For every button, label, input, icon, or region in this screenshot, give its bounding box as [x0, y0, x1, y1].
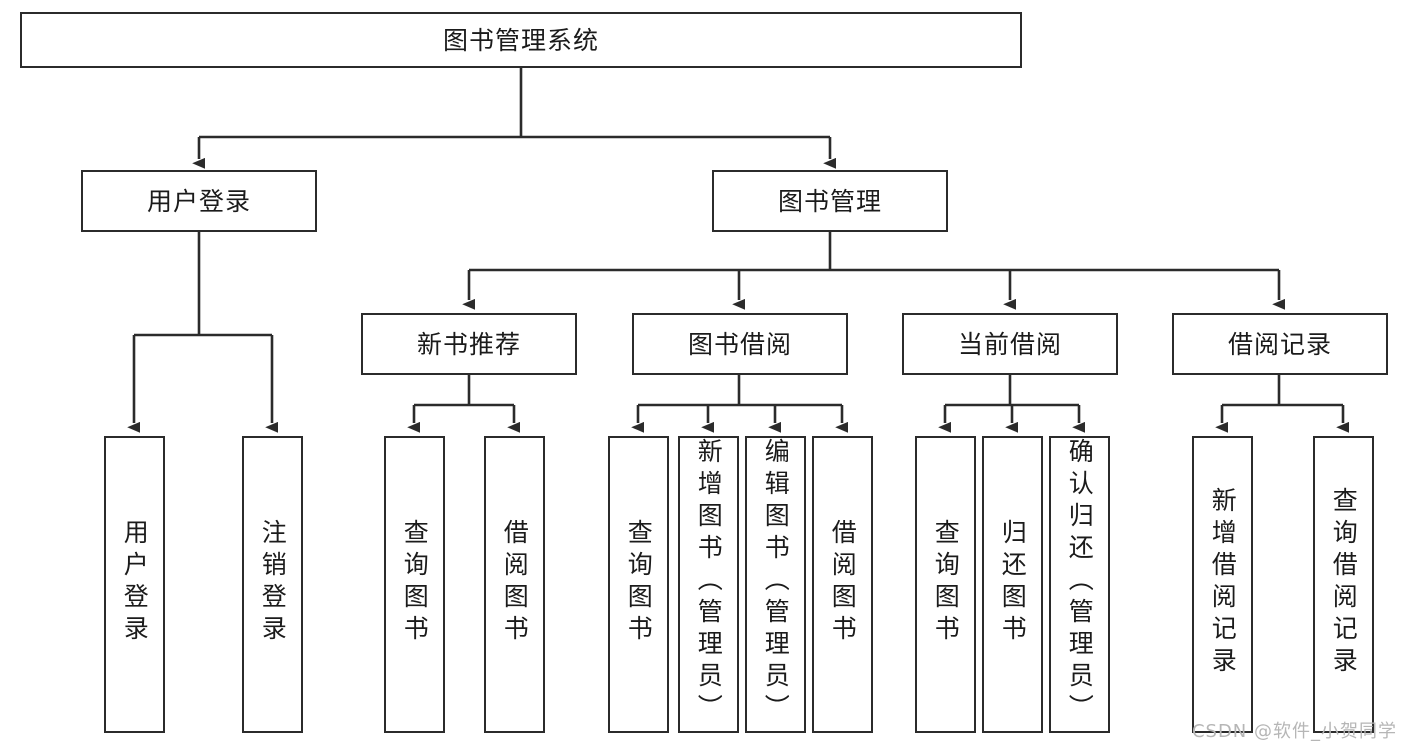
node-label: 图书管理系统 [442, 25, 599, 55]
leaf-query-borrow-record[interactable]: 查询借阅记录 [1313, 436, 1374, 733]
leaf-query-books-recommend[interactable]: 查询图书 [384, 436, 445, 733]
node-label: 新增借阅记录 [1208, 486, 1238, 679]
node-label: 当前借阅 [957, 329, 1062, 359]
node-label: 查询图书 [931, 518, 961, 647]
node-label: 查询借阅记录 [1329, 486, 1359, 679]
node-label: 编辑图书（管理员） [761, 438, 791, 726]
leaf-user-login[interactable]: 用户登录 [104, 436, 165, 733]
node-borrowing-records[interactable]: 借阅记录 [1172, 313, 1388, 375]
node-label: 归还图书 [998, 518, 1028, 647]
node-current-borrowing[interactable]: 当前借阅 [902, 313, 1118, 375]
leaf-logout[interactable]: 注销登录 [242, 436, 303, 733]
node-label: 查询图书 [624, 518, 654, 647]
node-label: 查询图书 [400, 518, 430, 647]
node-label: 图书管理 [777, 186, 882, 216]
leaf-confirm-return-admin[interactable]: 确认归还（管理员） [1049, 436, 1110, 733]
node-label: 确认归还（管理员） [1065, 438, 1095, 726]
leaf-add-book-admin[interactable]: 新增图书（管理员） [678, 436, 739, 733]
node-label: 注销登录 [258, 518, 288, 647]
leaf-borrow-books-recommend[interactable]: 借阅图书 [484, 436, 545, 733]
node-label: 用户登录 [120, 518, 150, 647]
node-label: 新书推荐 [416, 329, 521, 359]
node-label: 新增图书（管理员） [694, 438, 724, 726]
node-label: 借阅图书 [500, 518, 530, 647]
node-label: 借阅记录 [1227, 329, 1332, 359]
node-label: 用户登录 [146, 186, 251, 216]
node-book-management[interactable]: 图书管理 [712, 170, 948, 232]
node-book-borrowing[interactable]: 图书借阅 [632, 313, 848, 375]
node-label: 借阅图书 [828, 518, 858, 647]
node-user-login[interactable]: 用户登录 [81, 170, 317, 232]
leaf-edit-book-admin[interactable]: 编辑图书（管理员） [745, 436, 806, 733]
leaf-query-books-borrow[interactable]: 查询图书 [608, 436, 669, 733]
node-root-library-management-system[interactable]: 图书管理系统 [20, 12, 1022, 68]
leaf-query-books-current[interactable]: 查询图书 [915, 436, 976, 733]
node-new-book-recommendation[interactable]: 新书推荐 [361, 313, 577, 375]
leaf-add-borrow-record[interactable]: 新增借阅记录 [1192, 436, 1253, 733]
leaf-return-books[interactable]: 归还图书 [982, 436, 1043, 733]
leaf-borrow-books[interactable]: 借阅图书 [812, 436, 873, 733]
node-label: 图书借阅 [687, 329, 792, 359]
